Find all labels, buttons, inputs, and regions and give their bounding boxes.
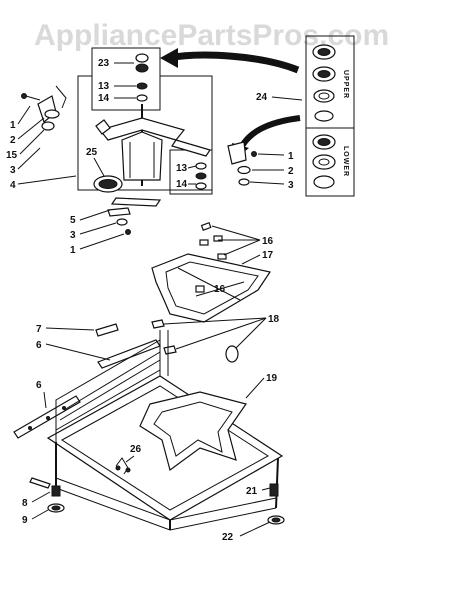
callout-8: 8 <box>22 498 28 509</box>
callout-14-upper: 14 <box>98 93 110 104</box>
base-frame-19 <box>46 330 284 531</box>
upper-arrow <box>160 48 300 74</box>
right-foot-parts <box>267 483 285 525</box>
callout-6-upper: 6 <box>36 340 42 351</box>
callout-14-lower: 14 <box>176 179 188 190</box>
upper-label: UPPER <box>342 70 349 99</box>
callout-6-lower: 6 <box>36 380 42 391</box>
item-25-ring <box>93 175 123 193</box>
callout-19: 19 <box>266 373 278 384</box>
spider-assembly <box>95 104 211 186</box>
callout-3-right: 3 <box>288 180 294 191</box>
callout-9: 9 <box>22 515 28 526</box>
item-7-part <box>95 323 119 337</box>
callout-1-mid: 1 <box>70 245 76 256</box>
top-frame-17 <box>151 253 271 323</box>
callout-21: 21 <box>246 486 258 497</box>
callout-7: 7 <box>36 324 42 335</box>
item-6-parts <box>13 339 161 439</box>
callout-15: 15 <box>6 150 18 161</box>
items-5-3-1 <box>107 197 162 235</box>
callout-5: 5 <box>70 215 76 226</box>
callout-2-right: 2 <box>288 166 294 177</box>
callout-2-left: 2 <box>10 135 16 146</box>
bearing-kit-box <box>305 35 355 197</box>
callout-4: 4 <box>10 180 16 191</box>
items-18-parts <box>151 319 239 363</box>
callout-3-mid: 3 <box>70 230 76 241</box>
callout-1-left: 1 <box>10 120 16 131</box>
callout-16-frame: 16 <box>214 284 226 295</box>
left-foot-parts <box>29 477 65 513</box>
callout-24: 24 <box>256 92 268 103</box>
items-16-parts <box>195 221 227 293</box>
left-bracket-parts <box>21 85 67 131</box>
item-13-14-lower-parts <box>195 162 207 190</box>
callout-26: 26 <box>130 444 142 455</box>
callout-22: 22 <box>222 532 234 543</box>
callout-25: 25 <box>86 147 98 158</box>
item-23-13-14-parts <box>135 53 149 102</box>
callout-13-lower: 13 <box>176 163 188 174</box>
callout-3-left: 3 <box>10 165 16 176</box>
callout-1-right: 1 <box>288 151 294 162</box>
right-bracket-parts <box>227 141 257 186</box>
callout-23: 23 <box>98 58 110 69</box>
item-26-part <box>115 457 131 475</box>
callout-18: 18 <box>268 314 280 325</box>
callout-17: 17 <box>262 250 274 261</box>
lower-label: LOWER <box>342 146 349 177</box>
callout-13-upper: 13 <box>98 81 110 92</box>
leader-24 <box>271 96 303 101</box>
callout-16-top: 16 <box>262 236 274 247</box>
